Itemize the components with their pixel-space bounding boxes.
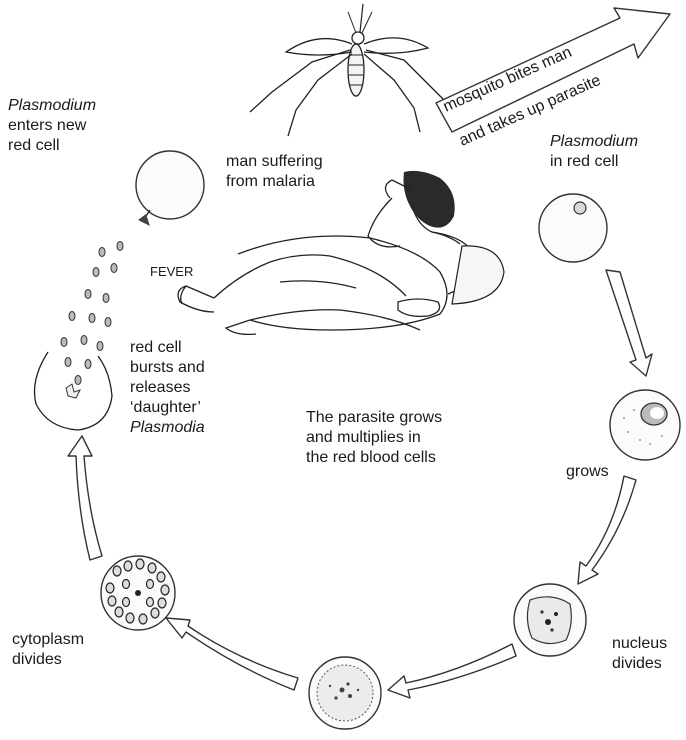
fever-label: FEVER [150,262,193,282]
center-description: The parasite grows and multiplies in the… [306,408,442,468]
mosquito-illustration [250,4,452,136]
red-cell-cytoplasm-divided [101,556,175,630]
red-cell-bursting [35,242,124,431]
red-cell-growing [610,390,680,460]
red-cell-new [136,151,204,226]
cytoplasm-divides-label: cytoplasm divides [12,630,84,670]
red-cell-nucleus-dividing [514,584,586,656]
man-suffering-label: man suffering from malaria [226,152,323,192]
arrow-to-nucleus-divides [578,476,636,584]
red-cell-with-plasmodium [539,194,607,262]
plasmodium-in-red-cell-label: Plasmodium in red cell [550,132,638,172]
arrow-to-grows [606,270,652,376]
nucleus-divides-label: nucleus divides [612,634,667,674]
red-cell-multiple-nuclei [309,657,381,729]
grows-label: grows [566,462,609,482]
arrow-to-cytoplasm-divides [166,618,298,690]
arrow-to-bursting-cell [68,436,102,560]
mosquito-banner-arrow [436,8,670,132]
arrow-to-dividing-cell [388,644,516,698]
red-cell-bursts-label: red cell bursts and releases ‘daughter’ … [130,338,205,438]
man-suffering-illustration [178,171,504,335]
plasmodium-enters-new-red-cell-label: Plasmodium enters new red cell [8,96,96,156]
